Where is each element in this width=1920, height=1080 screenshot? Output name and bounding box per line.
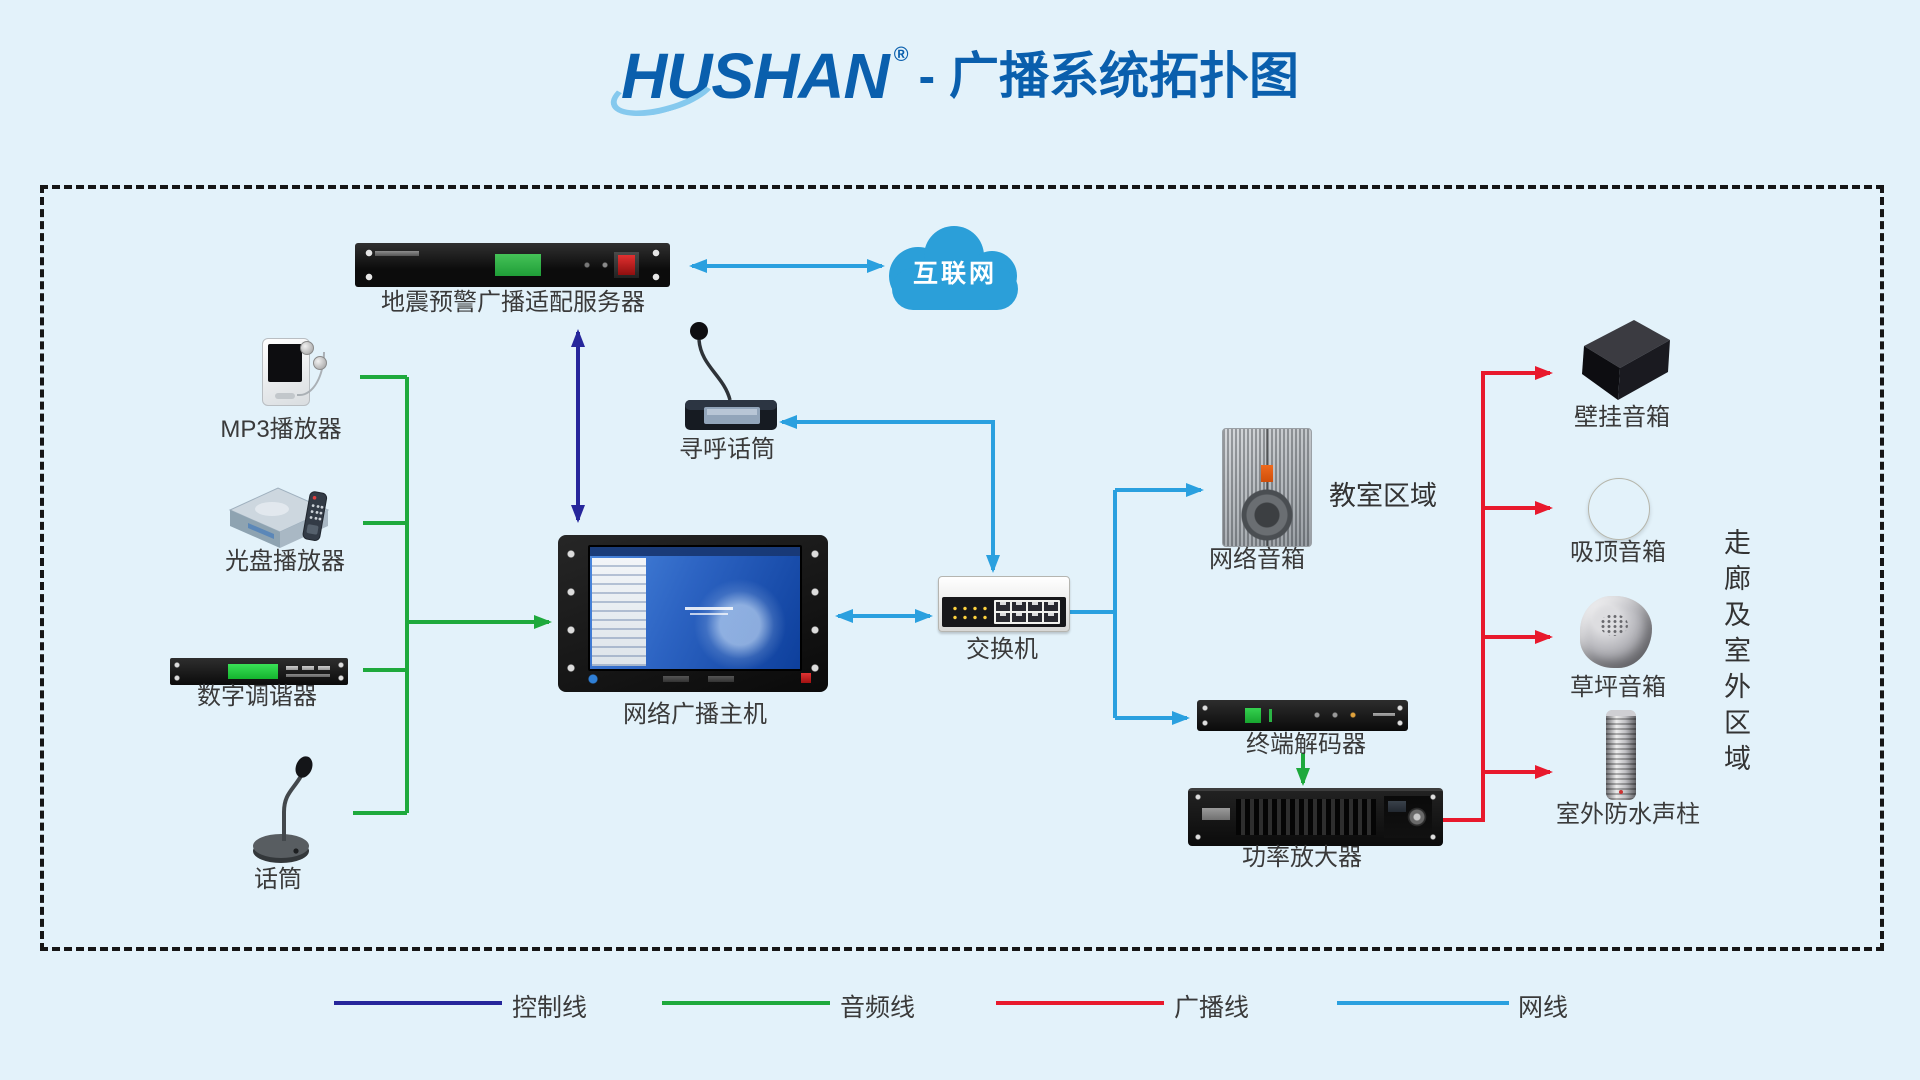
port	[1044, 602, 1058, 611]
microphone-device	[253, 756, 313, 863]
page-title: HUSHAN ® - 广播系统拓扑图	[0, 44, 1920, 127]
remote-control-icon	[302, 491, 328, 541]
port	[1044, 613, 1058, 622]
network-speaker-device	[1222, 428, 1312, 547]
mic-capsule	[295, 756, 313, 778]
ceiling-speaker-label: 吸顶音箱	[1570, 539, 1666, 566]
mp3-button	[275, 393, 295, 399]
mic-gooseneck	[282, 774, 303, 841]
legend-audio-line-label: 音频线	[840, 994, 916, 1022]
brand-name: HUSHAN	[620, 40, 890, 112]
internet-cloud-icon	[889, 226, 1018, 310]
broadcast-line-wall-speaker	[1443, 366, 1553, 822]
cd-player-device	[228, 487, 330, 548]
earbud-icon	[313, 356, 327, 370]
legend-broadcast-line-label: 广播线	[1174, 994, 1250, 1022]
registered-mark: ®	[893, 44, 909, 66]
legend-broadcast-line-swatch	[996, 1001, 1164, 1005]
terminal-decoder-device	[1197, 700, 1408, 731]
port	[1028, 613, 1042, 622]
switch-front-panel	[942, 597, 1066, 627]
paging-mic-device	[685, 322, 777, 430]
corridor-zone-label: 走廊及室外区域	[1720, 528, 1750, 780]
legend-network-line-swatch	[1337, 1001, 1509, 1005]
network-speaker-label: 网络音箱	[1209, 546, 1305, 573]
title-text: - 广播系统拓扑图	[918, 48, 1300, 104]
microphone-label: 话筒	[254, 866, 302, 893]
ceiling-speaker-device	[1588, 478, 1650, 540]
earthquake-server-label: 地震预警广播适配服务器	[381, 289, 645, 316]
hushan-logo: HUSHAN	[605, 44, 890, 127]
legend-control-line-label: 控制线	[512, 994, 588, 1022]
digital-tuner-device	[170, 658, 348, 685]
earthquake-server-device	[355, 243, 670, 287]
digital-tuner-label: 数字调谐器	[197, 683, 317, 710]
wall-speaker-device	[1582, 320, 1670, 400]
diagram-frame	[40, 185, 1884, 951]
internet-cloud-label: 互联网	[912, 260, 998, 288]
network-line-pagingmic-switch	[779, 415, 1000, 573]
mp3-player-label: MP3播放器	[220, 416, 342, 443]
switch-label: 交换机	[966, 636, 1038, 663]
broadcast-host-device	[558, 535, 828, 692]
cd-player-label: 光盘播放器	[225, 548, 345, 575]
outdoor-column-device	[1606, 710, 1636, 800]
switch-device	[938, 576, 1070, 632]
port	[996, 613, 1010, 622]
lawn-speaker-label: 草坪音箱	[1570, 674, 1666, 701]
paging-mic-label: 寻呼话筒	[679, 436, 775, 463]
terminal-decoder-label: 终端解码器	[1246, 731, 1366, 758]
power-amplifier-device	[1188, 788, 1443, 846]
port	[996, 602, 1010, 611]
ethernet-ports	[994, 600, 1060, 624]
wall-speaker-label: 壁挂音箱	[1574, 404, 1670, 431]
switch-led-indicators	[950, 604, 990, 622]
power-amplifier-label: 功率放大器	[1242, 844, 1362, 871]
legend-audio-line-swatch	[662, 1001, 830, 1005]
legend-control-line-swatch	[334, 1001, 502, 1005]
outdoor-column-label: 室外防水声柱	[1556, 801, 1700, 828]
lawn-speaker-device	[1580, 596, 1652, 668]
broadcast-host-label: 网络广播主机	[623, 701, 767, 728]
port	[1012, 602, 1026, 611]
mic-gooseneck	[697, 339, 732, 401]
mic-capsule	[690, 322, 708, 340]
legend-network-line-label: 网线	[1518, 994, 1569, 1022]
classroom-zone-label: 教室区域	[1329, 481, 1437, 511]
earbud-icon	[300, 341, 314, 355]
host-touchscreen	[588, 545, 802, 671]
port	[1028, 602, 1042, 611]
port	[1012, 613, 1026, 622]
